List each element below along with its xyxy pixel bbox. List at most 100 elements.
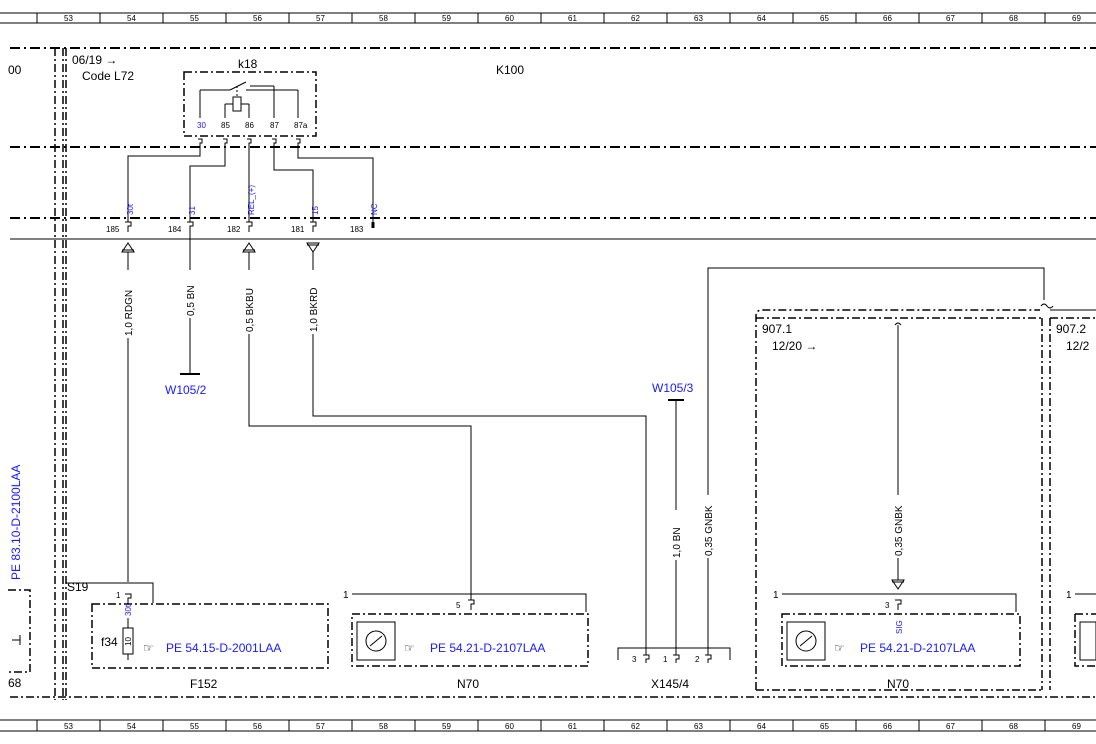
ruler-number: 57 bbox=[316, 722, 325, 731]
ruler-number: 61 bbox=[568, 722, 577, 731]
relay-coil bbox=[232, 96, 242, 112]
ruler-number: 66 bbox=[883, 14, 892, 23]
code-ref: 06/19 → bbox=[72, 53, 117, 67]
ruler-number: 64 bbox=[757, 14, 766, 23]
fuse-pin: 1 bbox=[116, 591, 121, 600]
ground-w105-3[interactable]: W105/3 bbox=[652, 381, 694, 395]
box-907-pin: 3 bbox=[885, 601, 890, 610]
component-n70-a: 1 5 ☞ PE 54.21-D-2107LAA N70 bbox=[343, 590, 589, 691]
hand-pointer-icon: ☞ bbox=[404, 641, 415, 655]
module-id: K100 bbox=[496, 63, 524, 77]
ruler-number: 54 bbox=[127, 14, 136, 23]
fuse-value: 10 bbox=[124, 637, 133, 646]
relay-pin-87a: 87a bbox=[294, 121, 308, 130]
ruler-number: 65 bbox=[820, 722, 829, 731]
code-label: Code L72 bbox=[82, 69, 134, 83]
ruler-number: 53 bbox=[64, 14, 73, 23]
ruler-number: 62 bbox=[631, 722, 640, 731]
pin-num-182: 182 bbox=[227, 225, 241, 234]
harness-wires bbox=[127, 232, 1045, 655]
n70a-pin: 5 bbox=[456, 601, 461, 610]
vertical-reference[interactable]: PE 83.10-D-2100LAA bbox=[9, 465, 23, 580]
wire-label-bkbu: 0,5 BKBU bbox=[245, 288, 256, 332]
wire-label-gnbk-2: 0,35 GNBK bbox=[894, 505, 905, 556]
wire-label-gnbk: 0,35 GNBK bbox=[704, 505, 715, 556]
ruler-number: 55 bbox=[190, 722, 199, 731]
fuse-header: S19 bbox=[67, 580, 89, 594]
left-partial-symbol bbox=[12, 635, 21, 645]
signal-arrows bbox=[121, 242, 320, 253]
ruler-number: 67 bbox=[946, 14, 955, 23]
fuse-component: F152 bbox=[190, 677, 218, 691]
box-907-reference[interactable]: PE 54.21-D-2107LAA bbox=[860, 641, 975, 655]
ruler-number: 60 bbox=[505, 14, 514, 23]
ruler-number: 59 bbox=[442, 14, 451, 23]
ruler-number: 55 bbox=[190, 14, 199, 23]
ruler-number: 59 bbox=[442, 722, 451, 731]
fuse-reference[interactable]: PE 54.15-D-2001LAA bbox=[166, 641, 281, 655]
fuse-id: f34 bbox=[101, 635, 118, 649]
ruler-number: 60 bbox=[505, 722, 514, 731]
ruler-number: 63 bbox=[694, 14, 703, 23]
ruler-number: 56 bbox=[253, 722, 262, 731]
relay-k18: k18 30 85 86 87 87a bbox=[183, 57, 317, 137]
wire-label-bn: 0,5 BN bbox=[186, 285, 197, 316]
relay-pin-30: 30 bbox=[197, 121, 206, 130]
x145-pin-2: 2 bbox=[695, 655, 700, 664]
ruler-number: 54 bbox=[127, 722, 136, 731]
n70a-left-pin: 1 bbox=[343, 590, 349, 601]
pin-signal-31: 31 bbox=[188, 206, 197, 215]
x145-pin-3: 3 bbox=[632, 655, 637, 664]
box-907-date: 12/20 → bbox=[772, 339, 817, 353]
hand-pointer-icon: ☞ bbox=[143, 641, 154, 655]
pin-signal-nc: NC bbox=[370, 203, 379, 215]
box-907-2-date: 12/2 bbox=[1066, 339, 1090, 353]
x145-pin-1: 1 bbox=[663, 655, 668, 664]
wire-label-bkrd: 1,0 BKRD bbox=[309, 288, 320, 332]
ground-w105-2[interactable]: W105/2 bbox=[165, 383, 207, 397]
box-907-pin-signal: SIG bbox=[895, 620, 904, 634]
ruler-number: 64 bbox=[757, 722, 766, 731]
relay-id: k18 bbox=[238, 57, 258, 71]
ruler-number: 68 bbox=[1009, 14, 1018, 23]
ruler-number: 65 bbox=[820, 14, 829, 23]
relay-connectors bbox=[198, 138, 301, 148]
sensor-icon bbox=[356, 621, 396, 661]
n70a-reference[interactable]: PE 54.21-D-2107LAA bbox=[430, 641, 545, 655]
x145-component: X145/4 bbox=[651, 677, 689, 691]
ruler-number: 69 bbox=[1072, 722, 1081, 731]
ruler-number: 66 bbox=[883, 722, 892, 731]
hand-pointer-icon: ☞ bbox=[834, 641, 845, 655]
box-907-left-pin: 1 bbox=[773, 590, 779, 601]
left-partial-id: 00 bbox=[8, 63, 22, 77]
ruler-number: 67 bbox=[946, 722, 955, 731]
fuse-box-f152: S19 1 30t 10 f34 ☞ PE 54.15-D-2001LAA F1… bbox=[66, 580, 329, 691]
box-907-component: N70 bbox=[887, 677, 909, 691]
box-907-1: 907.1 12/20 → 1 3 SIG ☞ PE 54.21-D-2107L… bbox=[755, 303, 1096, 691]
ruler-number: 56 bbox=[253, 14, 262, 23]
ruler-number: 69 bbox=[1072, 14, 1081, 23]
ruler-number: 58 bbox=[379, 722, 388, 731]
relay-pin-87: 87 bbox=[270, 121, 279, 130]
n70a-component: N70 bbox=[457, 677, 479, 691]
pin-num-181: 181 bbox=[291, 225, 305, 234]
top-ruler bbox=[0, 12, 1096, 24]
ruler-number: 53 bbox=[64, 722, 73, 731]
pin-signal-15: 15 bbox=[311, 206, 320, 215]
ruler-number: 63 bbox=[694, 722, 703, 731]
sensor-icon-2 bbox=[786, 621, 826, 661]
ruler-number: 57 bbox=[316, 14, 325, 23]
bottom-ruler bbox=[0, 719, 1096, 732]
box-907-id: 907.1 bbox=[762, 322, 792, 336]
pin-num-183: 183 bbox=[350, 225, 364, 234]
relay-to-module-wires bbox=[127, 148, 374, 222]
relay-pin-85: 85 bbox=[221, 121, 230, 130]
pin-signal-rel: REL_(+) bbox=[247, 185, 256, 215]
relay-switch bbox=[229, 81, 247, 91]
box-907-2-id: 907.2 bbox=[1056, 322, 1086, 336]
module-connector: 30t 31 REL_(+) 15 NC 185 184 182 181 183 bbox=[106, 185, 379, 234]
wire-label-bn-2: 1,0 BN bbox=[672, 527, 683, 558]
